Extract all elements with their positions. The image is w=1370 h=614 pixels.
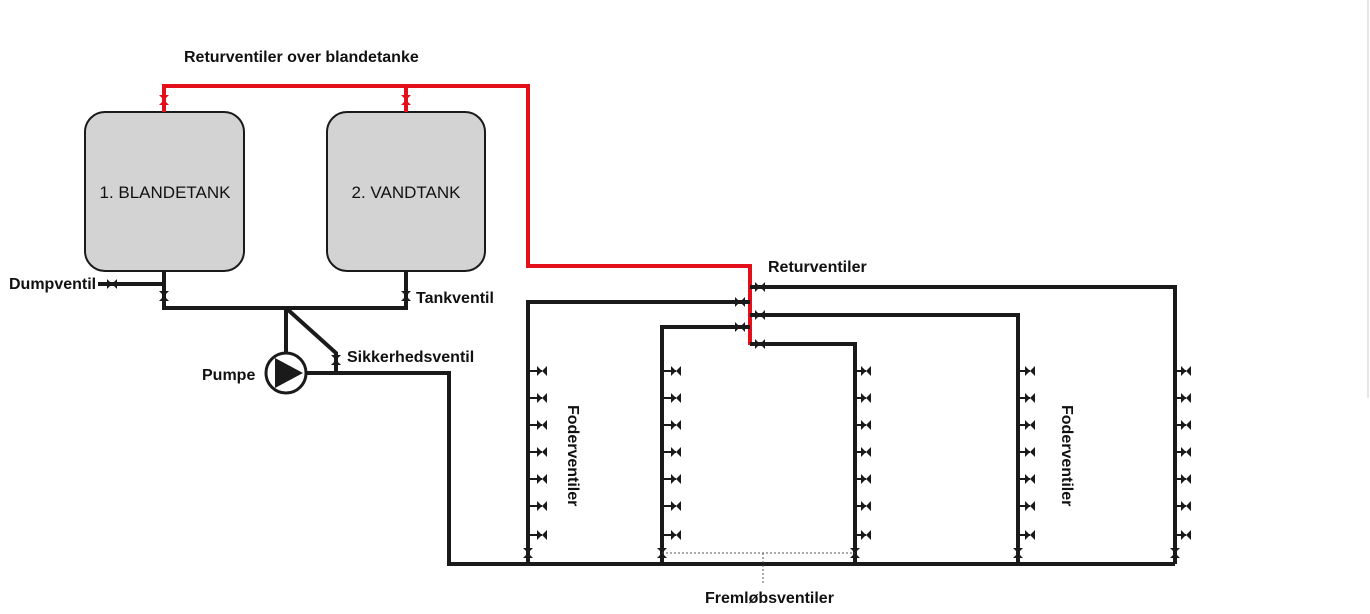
- dump-valve-icon: [107, 279, 117, 289]
- return-valve-icon: [755, 282, 765, 292]
- label-tank-2: 2. VANDTANK: [352, 183, 462, 202]
- label-supply-valves: Fremløbsventiler: [705, 590, 834, 607]
- return-valve-icon: [735, 297, 745, 307]
- label-tank-valve: Tankventil: [416, 290, 494, 307]
- valves: [107, 95, 1191, 558]
- supply-valve-icon: [657, 548, 667, 558]
- label-feed-valves-left: Foderventiler: [564, 405, 581, 506]
- supply-valve-icon: [1170, 548, 1180, 558]
- label-safety-valve: Sikkerhedsventil: [347, 349, 474, 366]
- safety-valve-icon: [331, 355, 341, 365]
- return-valve-tank-2-icon: [401, 95, 411, 105]
- return-valve-tank-1-icon: [159, 95, 169, 105]
- label-return-over-tanks: Returventiler over blandetanke: [184, 49, 419, 66]
- supply-valve-icon: [850, 548, 860, 558]
- supply-valves-indicator: [662, 552, 855, 585]
- return-valve-icon: [755, 310, 765, 320]
- return-valve-icon: [735, 322, 745, 332]
- label-return-valves: Returventiler: [768, 259, 867, 276]
- label-pump: Pumpe: [202, 367, 255, 384]
- pump-icon: [264, 351, 308, 395]
- label-tank-1: 1. BLANDETANK: [99, 183, 231, 202]
- label-dump-valve: Dumpventil: [9, 276, 96, 293]
- label-feed-valves-right: Foderventiler: [1058, 405, 1075, 506]
- return-valve-icon: [755, 339, 765, 349]
- tank-valve-icon: [401, 291, 411, 301]
- pipe-network: [98, 271, 1177, 566]
- tank-outlet-valve-icon: [159, 291, 169, 301]
- supply-valve-icon: [1013, 548, 1023, 558]
- supply-valve-icon: [523, 548, 533, 558]
